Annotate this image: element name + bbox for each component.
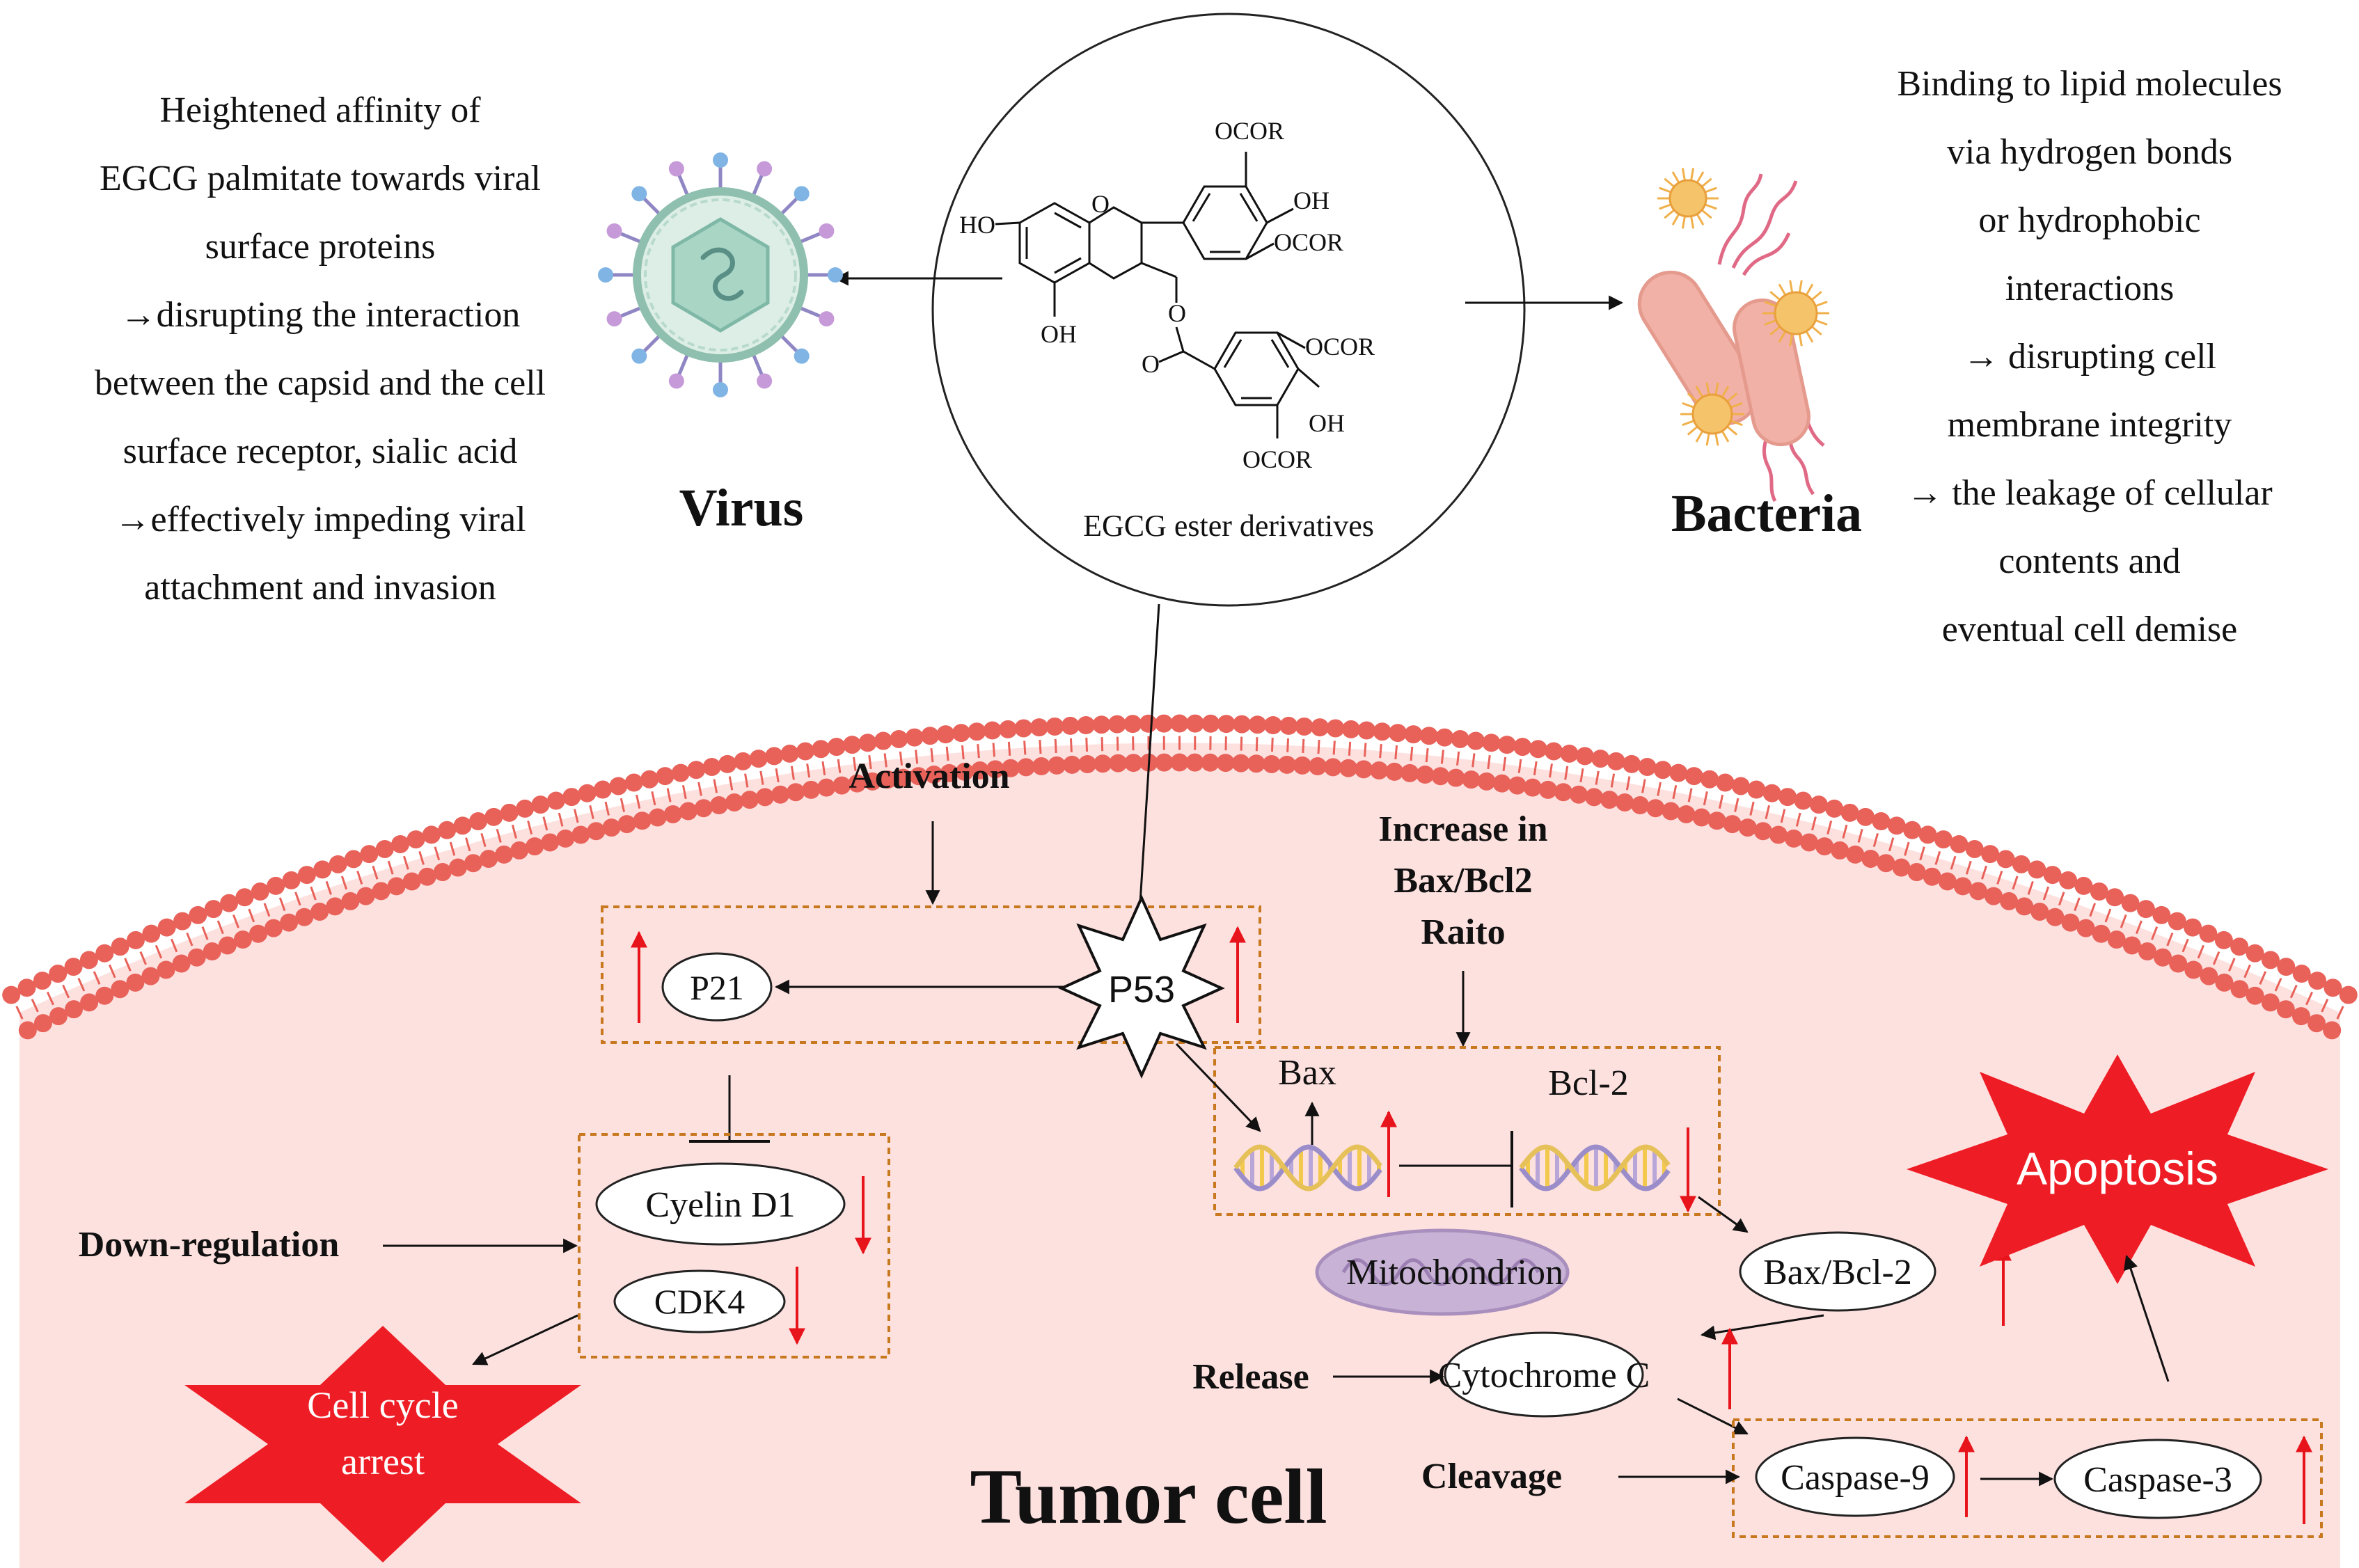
down-regulation-label: Down-regulation xyxy=(79,1225,340,1265)
cyclin-node xyxy=(595,1162,846,1246)
cell-cycle-arrest-line1: Cell cycle xyxy=(307,1384,458,1426)
cdk4-label: CDK4 xyxy=(654,1282,745,1321)
release-label: Release xyxy=(1192,1357,1309,1397)
dna-bax-icon xyxy=(1233,1144,1382,1191)
bacteria-panel: Binding to lipid molecules via hydrogen b… xyxy=(1637,64,2282,649)
bacteria-description: Binding to lipid molecules via hydrogen b… xyxy=(1897,64,2282,649)
compound-name: EGCG ester derivatives xyxy=(1083,509,1374,543)
virus-panel: Heightened affinity of EGCG palmitate tow… xyxy=(95,90,843,608)
group-b-ocor-low: OCOR xyxy=(1274,228,1343,256)
virus-description: Heightened affinity of EGCG palmitate tow… xyxy=(95,90,546,608)
caspase9-node xyxy=(1755,1436,1955,1517)
cell-membrane xyxy=(2,714,2358,1040)
mitochondrion-label: Mitochondrion xyxy=(1346,1253,1563,1292)
group-ho-left: HO xyxy=(959,211,995,239)
bax-label: Bax xyxy=(1278,1053,1336,1093)
ratio-label-line3: Raito xyxy=(1421,912,1505,952)
group-o-ester: O xyxy=(1168,299,1186,327)
p53-star xyxy=(1058,894,1225,1079)
rod-bacterium-2 xyxy=(1732,298,1811,447)
group-g-ocor-top: OCOR xyxy=(1305,333,1375,361)
description-line: interactions xyxy=(2005,269,2175,308)
description-line: contents and xyxy=(1998,541,2180,581)
tumor-pathway: Activation P21 P53 Cyelin D1 CDK4 Down-r… xyxy=(79,757,2328,1562)
p53-p21-box xyxy=(601,905,1261,1044)
mitochondrion-icon xyxy=(1315,1228,1570,1316)
virus-particle-icon xyxy=(598,152,843,397)
arrow-p53-to-bax xyxy=(1175,1043,1261,1132)
apoptosis-label: Apoptosis xyxy=(2017,1143,2218,1194)
apoptosis-star xyxy=(1907,1054,2328,1284)
ratio-label-line2: Bax/Bcl2 xyxy=(1394,861,1532,901)
rod-bacterium-1 xyxy=(1637,270,1760,426)
cell-cycle-arrest-star xyxy=(184,1326,581,1562)
tumor-cell-title: Tumor cell xyxy=(970,1454,1327,1540)
description-line: → disrupting cell xyxy=(1963,337,2216,377)
caspase3-node xyxy=(2053,1439,2262,1519)
description-line: →disrupting the interaction xyxy=(120,295,521,335)
description-line: membrane integrity xyxy=(1948,405,2232,445)
description-line: → the leakage of cellular xyxy=(1907,473,2273,513)
group-oh-lower: OH xyxy=(1041,320,1077,348)
description-line: surface receptor, sialic acid xyxy=(123,431,518,471)
group-b-ocor-top: OCOR xyxy=(1215,117,1284,145)
cdk4-node xyxy=(613,1269,786,1333)
dna-bcl2-icon xyxy=(1519,1144,1671,1191)
activation-label: Activation xyxy=(849,757,1009,796)
compound-panel: HO O OH O O OCOR OH OCOR OCOR OH OCOR EG… xyxy=(931,13,1526,607)
bax-bcl2-node xyxy=(1739,1231,1936,1312)
p53-label: P53 xyxy=(1108,969,1175,1011)
p21-label: P21 xyxy=(690,968,744,1007)
cyclin-label: Cyelin D1 xyxy=(645,1185,795,1225)
bcl2-label: Bcl-2 xyxy=(1548,1063,1629,1103)
arrow-caspase-to-apoptosis xyxy=(2124,1255,2170,1382)
group-g-ocor-low: OCOR xyxy=(1242,445,1312,473)
group-g-oh: OH xyxy=(1309,409,1345,437)
caspase9-label: Caspase-9 xyxy=(1781,1458,1930,1498)
description-line: Heightened affinity of xyxy=(159,90,481,130)
cell-cycle-arrest-line2: arrest xyxy=(341,1441,425,1482)
bax-bcl2-box xyxy=(1213,1046,1721,1216)
egcg-structure xyxy=(995,152,1320,438)
ratio-label-line1: Increase in xyxy=(1378,809,1547,849)
tumor-cell xyxy=(2,714,2358,1568)
description-line: surface proteins xyxy=(205,227,436,267)
description-line: eventual cell demise xyxy=(1942,610,2237,649)
arrow-to-bax-bcl2-ratio xyxy=(1698,1196,1749,1233)
bacteria-icon xyxy=(1637,168,1829,502)
description-line: Binding to lipid molecules xyxy=(1897,64,2282,104)
caspase3-label: Caspase-3 xyxy=(2083,1460,2232,1500)
virus-title: Virus xyxy=(679,479,804,537)
group-b-oh: OH xyxy=(1293,187,1330,214)
description-line: EGCG palmitate towards viral xyxy=(100,159,541,198)
group-o-carbonyl: O xyxy=(1142,350,1160,378)
arrow-to-p53 xyxy=(1131,603,1160,938)
cytochrome-label: Cytochrome C xyxy=(1438,1356,1650,1395)
bacteria-title: Bacteria xyxy=(1671,484,1862,543)
compound-circle xyxy=(931,13,1526,607)
description-line: →effectively impeding viral xyxy=(114,500,526,539)
description-line: or hydrophobic xyxy=(1978,200,2200,240)
bax-bcl2-label: Bax/Bcl-2 xyxy=(1763,1253,1912,1292)
cell-cytoplasm xyxy=(19,743,2340,1568)
arrow-cytochrome-to-caspase9 xyxy=(1677,1397,1749,1435)
cleavage-label: Cleavage xyxy=(1421,1457,1562,1496)
description-line: via hydrogen bonds xyxy=(1947,132,2232,172)
description-line: attachment and invasion xyxy=(144,568,496,608)
arrow-to-cell-cycle-arrest xyxy=(472,1314,578,1365)
p21-node xyxy=(661,952,773,1022)
description-line: between the capsid and the cell xyxy=(95,363,546,403)
cytochrome-node xyxy=(1444,1331,1644,1418)
group-o-ring: O xyxy=(1091,190,1110,218)
